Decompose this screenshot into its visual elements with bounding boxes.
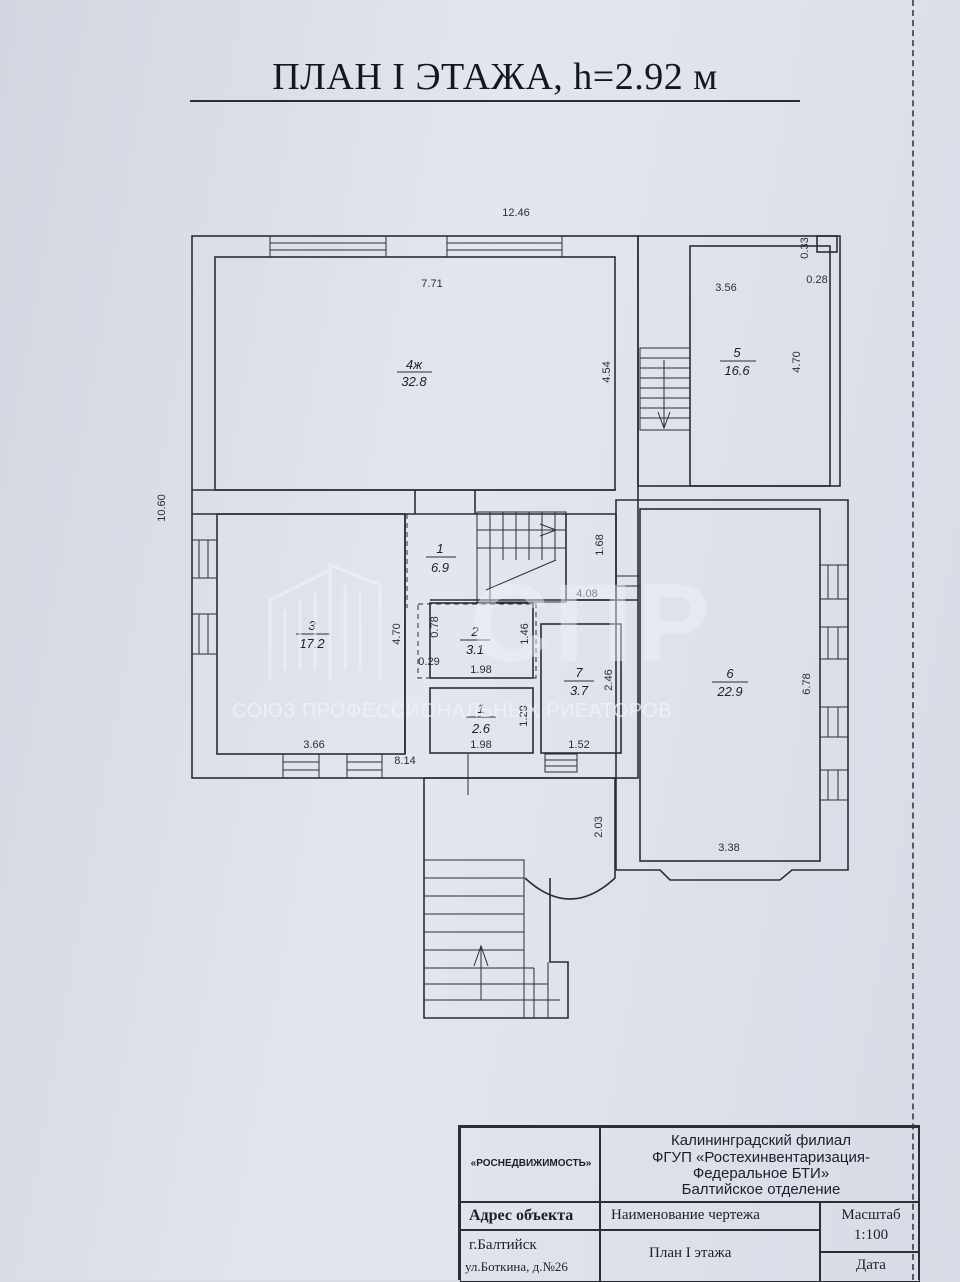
svg-text:17.2: 17.2 xyxy=(299,636,325,651)
svg-text:6.9: 6.9 xyxy=(431,560,449,575)
dim-room3-height: 4.70 xyxy=(391,623,403,644)
svg-text:2: 2 xyxy=(470,624,479,639)
tb-date-cell: Дата xyxy=(820,1252,920,1282)
svg-text:3.7: 3.7 xyxy=(570,683,589,698)
tb-org-line2: ФГУП «Ростехинвентаризация- xyxy=(652,1149,870,1166)
tb-drawing-name-cell: План I этажа xyxy=(600,1230,820,1282)
svg-text:7: 7 xyxy=(575,665,583,680)
svg-text:6: 6 xyxy=(726,666,734,681)
svg-text:4ж: 4ж xyxy=(406,357,423,372)
dim-hall-width: 4.08 xyxy=(576,588,597,600)
tb-drawing-name-label: Наименование чертежа xyxy=(611,1207,760,1223)
svg-text:2.6: 2.6 xyxy=(471,721,491,736)
window-w1 xyxy=(191,539,218,579)
inner-wall-room6 xyxy=(639,508,821,862)
tb-scale-cell: Масштаб 1:100 xyxy=(820,1202,920,1252)
room-5-label: 5 16.6 xyxy=(720,345,756,378)
dim-wc-height: 1.46 xyxy=(519,623,531,644)
room-3-label: 3 17.2 xyxy=(296,618,330,651)
dim-room6-height: 6.78 xyxy=(801,673,813,694)
svg-text:16.6: 16.6 xyxy=(724,363,750,378)
dim-corner-b: 0.28 xyxy=(806,274,827,286)
room-1a-label: 1 6.9 xyxy=(426,541,456,575)
tb-org-line3: Федеральное БТИ» xyxy=(692,1165,830,1182)
tb-address-cell: г.Балтийск ул.Боткина, д.№26 xyxy=(460,1230,600,1282)
svg-text:3.1: 3.1 xyxy=(466,642,484,657)
window-e4 xyxy=(819,769,849,801)
dim-porch-width: 8.14 xyxy=(394,755,415,767)
window-e2 xyxy=(819,626,849,660)
stairs-room5 xyxy=(639,347,691,431)
tb-drawing-label-cell: Наименование чертежа xyxy=(600,1202,820,1230)
porch-bay xyxy=(524,778,616,900)
hall-boundary xyxy=(406,513,537,679)
svg-text:5: 5 xyxy=(733,345,741,360)
dim-porch-depth: 2.03 xyxy=(593,816,605,837)
watermark-text: СОЮЗ ПРОФЕССИОНАЛЬНЫХ РИЕАТОРОВ xyxy=(232,700,673,722)
window-n1 xyxy=(269,235,387,258)
dim-room5-width: 3.56 xyxy=(715,282,736,294)
tb-drawing-name: План I этажа xyxy=(649,1245,732,1261)
window-s1 xyxy=(282,753,320,779)
dim-wc-a: 0.78 xyxy=(429,616,441,637)
dim-overall-height: 10.60 xyxy=(156,494,168,522)
dim-overall-width: 12.46 xyxy=(502,207,530,219)
svg-text:1: 1 xyxy=(477,701,484,716)
tb-address-label: Адрес объекта xyxy=(469,1207,574,1224)
sheet-fold-line xyxy=(912,0,916,1280)
inner-wall-room7 xyxy=(540,623,622,754)
tb-date-label: Дата xyxy=(856,1257,886,1273)
window-e3 xyxy=(819,706,849,738)
dim-corner-a: 0.33 xyxy=(799,237,811,258)
room-6-label: 6 22.9 xyxy=(712,666,748,699)
tb-agency-cell: «РОСНЕДВИЖИМОСТЬ» xyxy=(460,1127,600,1202)
tb-address-label-cell: Адрес объекта xyxy=(460,1202,600,1230)
dim-bath-width: 1.98 xyxy=(470,739,491,751)
tb-address-line2: ул.Боткина, д.№26 xyxy=(465,1259,568,1274)
svg-text:32.8: 32.8 xyxy=(401,374,427,389)
room-7-label: 7 3.7 xyxy=(564,665,594,698)
dim-wc-b: 0.29 xyxy=(418,656,439,668)
tb-scale-value: 1:100 xyxy=(853,1227,889,1243)
window-s3 xyxy=(544,753,578,773)
dim-hall-height: 1.68 xyxy=(594,534,606,555)
tb-org-line4: Балтийское отделение xyxy=(681,1181,841,1198)
tb-scale-label: Масштаб xyxy=(841,1207,901,1223)
tb-agency: «РОСНЕДВИЖИМОСТЬ» xyxy=(470,1158,592,1169)
watermark-building-icon xyxy=(268,562,382,680)
tb-org-cell: Калининградский филиал ФГУП «Ростехинвен… xyxy=(600,1127,920,1202)
room-4-label: 4ж 32.8 xyxy=(397,357,432,389)
svg-text:1: 1 xyxy=(436,541,443,556)
dim-room7-width: 1.52 xyxy=(568,739,589,751)
dim-room5-height: 4.70 xyxy=(791,351,803,372)
inner-wall-bath xyxy=(429,687,534,754)
dim-room4-height: 4.54 xyxy=(601,361,613,382)
dim-room3-width: 3.66 xyxy=(303,739,324,751)
plan-title: ПЛАН I ЭТАЖА, h=2.92 м xyxy=(190,55,800,102)
outer-wall-room6 xyxy=(615,499,849,881)
svg-text:22.9: 22.9 xyxy=(716,684,742,699)
dim-room6-width: 3.38 xyxy=(718,842,739,854)
svg-text:3: 3 xyxy=(308,618,316,633)
window-w2 xyxy=(191,613,218,655)
tb-address-line1: г.Балтийск xyxy=(469,1237,537,1253)
dim-room7-height: 2.46 xyxy=(603,669,615,690)
title-block: «РОСНЕДВИЖИМОСТЬ» Калининградский филиал… xyxy=(458,1125,920,1282)
watermark-logo: СПР xyxy=(470,562,714,685)
porch-outline xyxy=(423,778,569,1019)
dim-room4-width: 7.71 xyxy=(421,278,442,290)
window-n2 xyxy=(446,235,563,258)
room-1b-label: 1 2.6 xyxy=(466,701,496,736)
porch-steps xyxy=(423,859,560,1019)
room-2-label: 2 3.1 xyxy=(460,624,490,657)
dim-bath-height: 1.29 xyxy=(518,705,530,726)
window-e1 xyxy=(819,564,849,600)
window-s2 xyxy=(346,753,383,779)
tb-org-line1: Калининградский филиал xyxy=(671,1132,851,1149)
stairs-hall xyxy=(476,511,567,603)
dim-wc-width: 1.98 xyxy=(470,664,491,676)
